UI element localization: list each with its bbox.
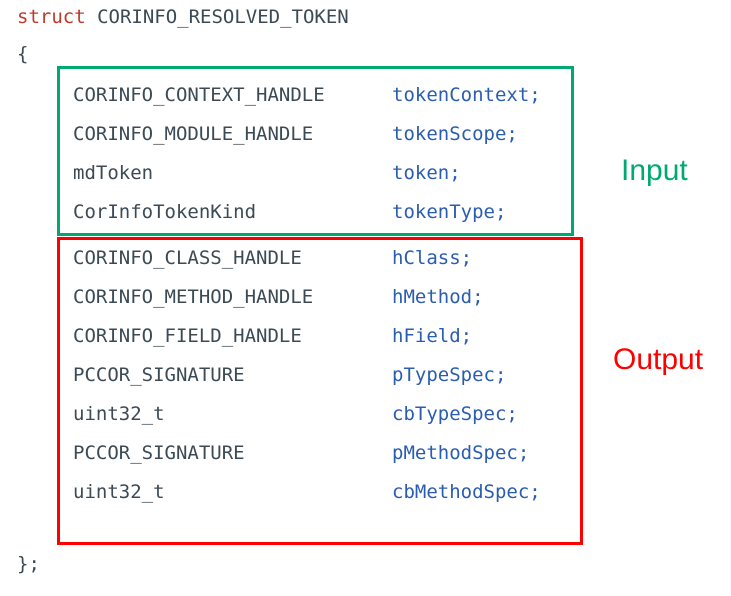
field-type: CORINFO_FIELD_HANDLE	[73, 325, 302, 347]
field-row: CORINFO_CONTEXT_HANDLE tokenContext;	[73, 82, 573, 110]
close-brace: };	[17, 553, 40, 575]
struct-name-space	[86, 6, 97, 28]
output-group-label: Output	[613, 343, 704, 376]
field-type: uint32_t	[73, 403, 165, 425]
field-row: CORINFO_CLASS_HANDLE hClass;	[73, 245, 573, 273]
field-row: PCCOR_SIGNATURE pTypeSpec;	[73, 362, 573, 390]
field-type: CORINFO_CONTEXT_HANDLE	[73, 84, 325, 106]
field-type: CORINFO_CLASS_HANDLE	[73, 247, 302, 269]
field-name: hClass;	[392, 247, 473, 269]
field-type: mdToken	[73, 162, 154, 184]
field-row: uint32_t cbMethodSpec;	[73, 479, 573, 507]
field-type: CORINFO_MODULE_HANDLE	[73, 123, 314, 145]
field-type: CorInfoTokenKind	[73, 201, 257, 223]
field-name: pTypeSpec;	[392, 364, 507, 386]
struct-keyword: struct	[17, 6, 86, 28]
field-type: PCCOR_SIGNATURE	[73, 364, 245, 386]
field-name: token;	[392, 162, 461, 184]
field-type: CORINFO_METHOD_HANDLE	[73, 286, 314, 308]
field-name: tokenScope;	[392, 123, 518, 145]
field-name: tokenContext;	[392, 84, 541, 106]
field-name: hMethod;	[392, 286, 484, 308]
field-row: CORINFO_METHOD_HANDLE hMethod;	[73, 284, 573, 312]
input-group-label: Input	[621, 154, 688, 187]
field-name: cbTypeSpec;	[392, 403, 518, 425]
field-name: pMethodSpec;	[392, 442, 530, 464]
field-name: cbMethodSpec;	[392, 481, 541, 503]
field-row: CORINFO_MODULE_HANDLE tokenScope;	[73, 121, 573, 149]
input-group-box	[57, 66, 574, 236]
field-type: uint32_t	[73, 481, 165, 503]
field-row: uint32_t cbTypeSpec;	[73, 401, 573, 429]
open-brace: {	[17, 43, 29, 65]
struct-name: CORINFO_RESOLVED_TOKEN	[97, 6, 349, 28]
field-row: PCCOR_SIGNATURE pMethodSpec;	[73, 440, 573, 468]
output-group-box	[57, 237, 583, 545]
field-row: mdToken token;	[73, 160, 573, 188]
struct-declaration-line: struct CORINFO_RESOLVED_TOKEN	[17, 6, 349, 28]
field-row: CORINFO_FIELD_HANDLE hField;	[73, 323, 573, 351]
field-type: PCCOR_SIGNATURE	[73, 442, 245, 464]
field-name: hField;	[392, 325, 473, 347]
field-row: CorInfoTokenKind tokenType;	[73, 199, 573, 227]
field-name: tokenType;	[392, 201, 507, 223]
